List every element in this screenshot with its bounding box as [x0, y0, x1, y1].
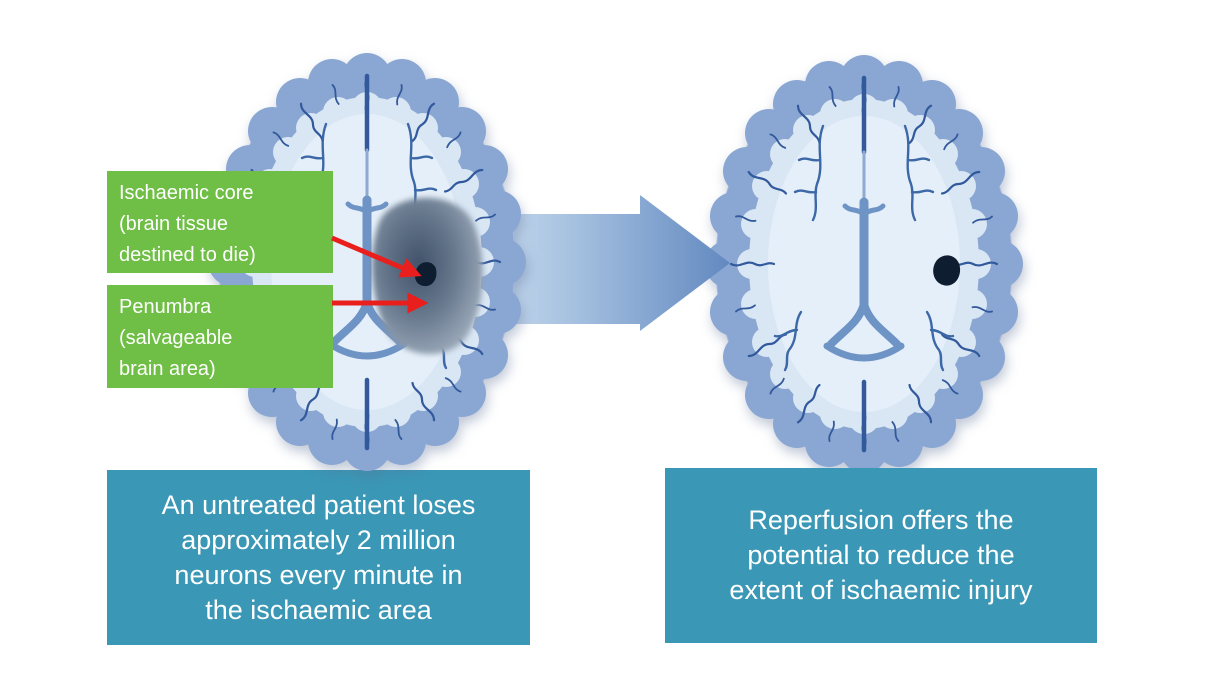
label-line: brain area): [119, 358, 216, 380]
caption-line: neurons every minute in: [174, 559, 463, 590]
residual-core-spot: [933, 255, 961, 286]
caption-line: approximately 2 million: [181, 524, 456, 555]
caption-line: potential to reduce the: [747, 540, 1015, 570]
label-penumbra: Penumbra (salvageable brain area): [107, 285, 333, 388]
label-line: (brain tissue: [119, 213, 228, 235]
caption-box-reperfusion: Reperfusion offers the potential to redu…: [665, 468, 1097, 643]
caption-line: the ischaemic area: [205, 594, 432, 625]
label-line: Ischaemic core: [119, 182, 254, 204]
label-line: destined to die): [119, 244, 256, 266]
caption-line: An untreated patient loses: [161, 489, 476, 520]
caption-box-untreated: An untreated patient loses approximately…: [107, 470, 530, 645]
label-ischaemic-core: Ischaemic core (brain tissue destined to…: [107, 171, 333, 273]
right-brain-illustration: [708, 64, 1020, 464]
red-arrow-to-core-icon: [331, 235, 422, 278]
caption-line: Reperfusion offers the: [748, 505, 1014, 535]
pointer-arrows: [331, 235, 429, 314]
label-line: Penumbra: [119, 296, 212, 318]
reperfusion-arrow: [468, 195, 730, 331]
caption-line: extent of ischaemic injury: [729, 575, 1033, 605]
label-line: (salvageable: [119, 327, 233, 349]
